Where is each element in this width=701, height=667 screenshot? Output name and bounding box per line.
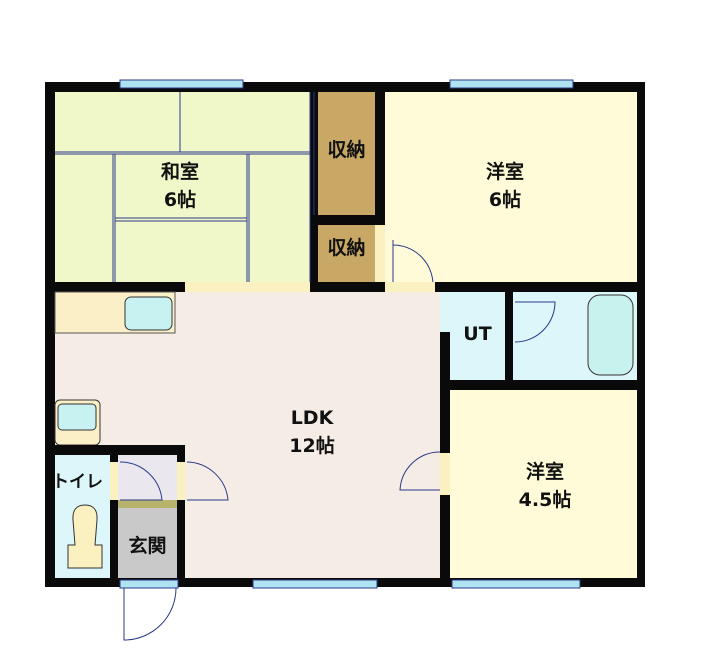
toilet-wall-right [110, 455, 118, 578]
closet-upper-label: 収納 [327, 139, 366, 161]
genkan-floor [118, 508, 177, 578]
genkan-hall [118, 455, 177, 500]
door-swing-bath [514, 301, 556, 343]
closet-lower-label: 収納 [327, 237, 366, 259]
tatami-lines [55, 92, 315, 282]
sink-icon [124, 296, 173, 331]
closet-lower-floor [318, 225, 375, 282]
ut-label: UT [463, 323, 492, 345]
door-opening [385, 282, 435, 292]
window-washitsu-ldk [185, 282, 310, 292]
door-swing-youshitsu-a [392, 240, 434, 286]
youshitsu-b-floor [450, 390, 637, 578]
toilet-icon [67, 504, 103, 569]
door-swing-youshitsu-b [399, 451, 441, 491]
closet-door [375, 225, 385, 282]
youshitsu-a-floor [385, 92, 637, 282]
toilet-wall [45, 445, 185, 455]
entrance-door-swing [123, 587, 177, 641]
appliance-top [57, 403, 97, 431]
youshitsu-b-door [440, 453, 450, 495]
closet-upper-floor [318, 92, 375, 215]
toilet-door [110, 462, 118, 500]
washitsu-floor [55, 92, 310, 282]
ut-floor [450, 292, 505, 380]
genkan-label: 玄関 [128, 535, 167, 557]
windows [119, 79, 581, 589]
hall-door [177, 462, 185, 500]
ut-door [440, 292, 450, 332]
door-swing-toilet [119, 461, 163, 501]
bathtub-icon [587, 294, 634, 376]
toilet-label: トイレ [52, 472, 103, 492]
door-swing-hall [186, 461, 229, 501]
step-edge [118, 500, 177, 508]
genkan-wall-right [177, 455, 185, 578]
